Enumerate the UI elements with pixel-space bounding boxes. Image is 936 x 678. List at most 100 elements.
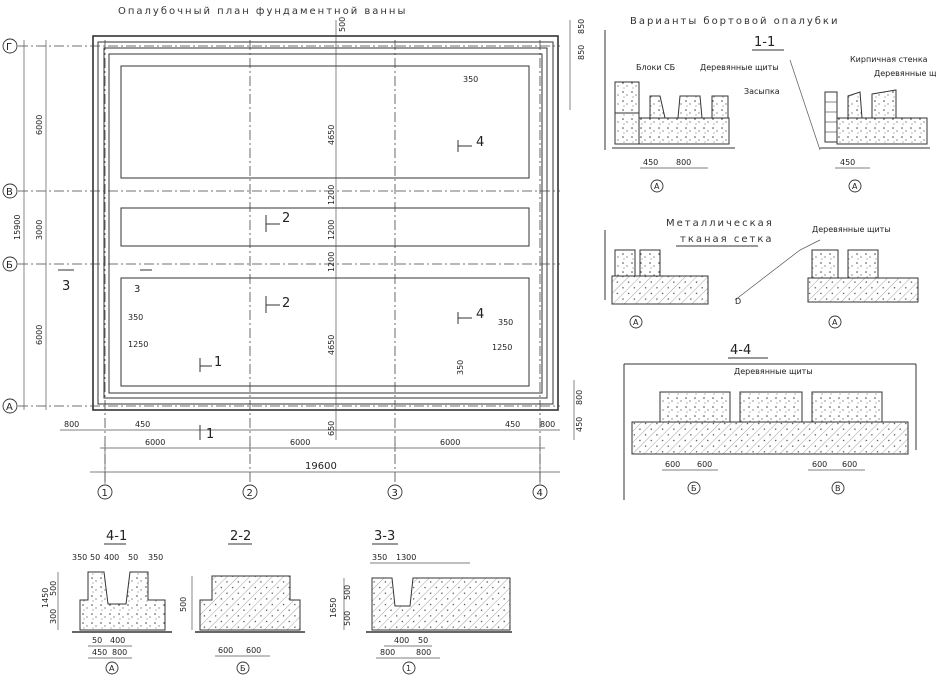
svg-text:500: 500 — [49, 581, 58, 596]
svg-text:500: 500 — [338, 17, 347, 32]
plan-title: Опалубочный план фундаментной ванны — [118, 6, 407, 17]
svg-text:350: 350 — [128, 313, 143, 322]
svg-text:1200: 1200 — [327, 252, 336, 272]
svg-text:1250: 1250 — [128, 340, 148, 349]
svg-text:350: 350 — [456, 360, 465, 375]
section-2-2-title: 2-2 — [230, 529, 251, 544]
svg-text:850: 850 — [577, 19, 586, 34]
svg-text:50: 50 — [90, 553, 100, 562]
svg-text:Б: Б — [240, 664, 246, 673]
dim-total-width: 15900 — [13, 215, 22, 240]
svg-text:тканая сетка: тканая сетка — [680, 234, 774, 245]
svg-text:600: 600 — [812, 460, 827, 469]
section-3-3-title: 3-3 — [374, 529, 395, 544]
svg-text:А: А — [654, 182, 660, 191]
svg-text:50: 50 — [128, 553, 138, 562]
svg-text:Б: Б — [691, 484, 697, 493]
section-mark-2-lower: 2 — [282, 296, 290, 311]
axis-b-label: Б — [6, 260, 13, 271]
svg-text:400: 400 — [110, 636, 125, 645]
svg-text:6000: 6000 — [35, 115, 44, 135]
section-mark-4-top: 4 — [476, 135, 484, 150]
svg-text:400: 400 — [104, 553, 119, 562]
axis-3-label: 3 — [392, 488, 398, 499]
dim-total-length: 19600 — [305, 461, 337, 472]
svg-text:850: 850 — [577, 45, 586, 60]
section-mark-4-bottom: 4 — [476, 307, 484, 322]
svg-text:800: 800 — [676, 158, 691, 167]
pit-middle — [120, 207, 530, 247]
svg-text:6000: 6000 — [290, 438, 310, 447]
svg-text:50: 50 — [92, 636, 102, 645]
section-mark-3-left: 3 — [62, 279, 70, 294]
svg-text:600: 600 — [246, 646, 261, 655]
pit-bottom — [120, 277, 530, 387]
formwork-variants: Варианты бортовой опалубки 1-1 Блоки СБ … — [604, 16, 936, 500]
axis-g-label: Г — [6, 42, 12, 53]
plan-outer-contour — [92, 35, 559, 411]
svg-text:600: 600 — [218, 646, 233, 655]
svg-text:1200: 1200 — [327, 185, 336, 205]
axis-a-label: А — [6, 402, 13, 413]
svg-text:4650: 4650 — [327, 125, 336, 145]
svg-text:800: 800 — [540, 420, 555, 429]
svg-text:600: 600 — [842, 460, 857, 469]
svg-text:4650: 4650 — [327, 335, 336, 355]
section-mark-1-inner: 1 — [214, 355, 222, 370]
svg-text:6000: 6000 — [145, 438, 165, 447]
svg-text:1: 1 — [406, 664, 411, 673]
svg-text:350: 350 — [498, 318, 513, 327]
svg-text:Кирпичная стенка: Кирпичная стенка — [850, 55, 928, 64]
variants-title: Варианты бортовой опалубки — [630, 16, 839, 27]
svg-text:1300: 1300 — [396, 553, 416, 562]
svg-text:1200: 1200 — [327, 220, 336, 240]
svg-text:800: 800 — [64, 420, 79, 429]
section-mark-2-upper: 2 — [282, 211, 290, 226]
svg-text:450: 450 — [505, 420, 520, 429]
svg-text:350: 350 — [463, 75, 478, 84]
svg-text:600: 600 — [665, 460, 680, 469]
svg-text:800: 800 — [112, 648, 127, 657]
section-mark-3-right: 3 — [134, 284, 140, 295]
section-3-3: 3-3 350 1300 1650 500 500 400 50 800 800… — [329, 529, 512, 675]
svg-text:А: А — [832, 318, 838, 327]
svg-text:50: 50 — [418, 636, 428, 645]
svg-text:600: 600 — [697, 460, 712, 469]
svg-text:Металлическая: Металлическая — [666, 218, 774, 229]
section-mark-1-outer: 1 — [206, 427, 214, 442]
svg-text:500: 500 — [343, 585, 352, 600]
foundation-plan: Опалубочный план фундаментной ванны 1 2 … — [2, 6, 586, 500]
svg-text:6000: 6000 — [440, 438, 460, 447]
svg-text:450: 450 — [135, 420, 150, 429]
svg-text:300: 300 — [49, 609, 58, 624]
svg-text:800: 800 — [416, 648, 431, 657]
variant-1-1-title: 1-1 — [754, 35, 775, 50]
svg-text:В: В — [835, 484, 841, 493]
svg-text:500: 500 — [179, 597, 188, 612]
svg-text:А: А — [852, 182, 858, 191]
variant-4-4-title: 4-4 — [730, 343, 751, 358]
section-1-1-title: 4-1 — [106, 529, 127, 544]
svg-text:400: 400 — [394, 636, 409, 645]
svg-text:Деревянные щиты: Деревянные щиты — [812, 225, 891, 234]
svg-text:1250: 1250 — [492, 343, 512, 352]
svg-text:350: 350 — [72, 553, 87, 562]
section-1-1: 4-1 350 50 400 50 350 1450 500 300 50 40… — [41, 529, 172, 675]
svg-text:Засыпка: Засыпка — [744, 87, 780, 96]
svg-text:800: 800 — [575, 390, 584, 405]
axis-v-label: В — [6, 187, 13, 198]
svg-text:1650: 1650 — [329, 598, 338, 618]
section-2-2: 2-2 500 600 600 Б — [179, 529, 305, 675]
svg-text:800: 800 — [380, 648, 395, 657]
axis-2-label: 2 — [247, 488, 253, 499]
svg-text:1450: 1450 — [41, 588, 50, 608]
svg-text:650: 650 — [327, 421, 336, 436]
svg-text:Деревянные щиты: Деревянные щиты — [700, 63, 779, 72]
svg-text:350: 350 — [372, 553, 387, 562]
axis-4-label: 4 — [537, 488, 543, 499]
svg-text:А: А — [633, 318, 639, 327]
pit-top — [120, 65, 530, 179]
svg-text:6000: 6000 — [35, 325, 44, 345]
svg-text:450: 450 — [643, 158, 658, 167]
svg-text:450: 450 — [92, 648, 107, 657]
